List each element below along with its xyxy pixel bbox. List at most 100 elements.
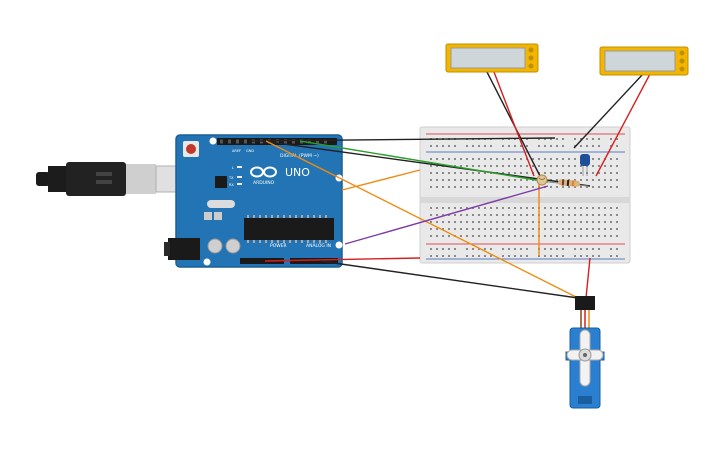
breadboard-hole[interactable] (598, 179, 600, 181)
breadboard-hole[interactable] (538, 158, 540, 160)
breadboard-hole[interactable] (586, 179, 588, 181)
breadboard-hole[interactable] (496, 221, 498, 223)
breadboard-hole[interactable] (556, 221, 558, 223)
breadboard-hole[interactable] (580, 186, 582, 188)
breadboard-hole[interactable] (472, 158, 474, 160)
wire-panel-right-black[interactable] (573, 73, 644, 149)
breadboard-hole[interactable] (610, 214, 612, 216)
breadboard-hole[interactable] (436, 172, 438, 174)
breadboard-hole[interactable] (544, 221, 546, 223)
breadboard-hole[interactable] (442, 179, 444, 181)
breadboard-hole[interactable] (610, 228, 612, 230)
breadboard-hole[interactable] (598, 255, 600, 257)
breadboard-hole[interactable] (466, 186, 468, 188)
breadboard-hole[interactable] (532, 165, 534, 167)
breadboard-hole[interactable] (484, 179, 486, 181)
breadboard-hole[interactable] (616, 207, 618, 209)
breadboard-hole[interactable] (502, 165, 504, 167)
breadboard-hole[interactable] (604, 179, 606, 181)
breadboard-hole[interactable] (508, 186, 510, 188)
breadboard-hole[interactable] (478, 172, 480, 174)
breadboard-hole[interactable] (514, 172, 516, 174)
breadboard-hole[interactable] (442, 172, 444, 174)
breadboard-hole[interactable] (592, 158, 594, 160)
breadboard-hole[interactable] (616, 186, 618, 188)
breadboard-hole[interactable] (514, 228, 516, 230)
breadboard-hole[interactable] (598, 145, 600, 147)
breadboard-hole[interactable] (562, 207, 564, 209)
breadboard-hole[interactable] (550, 186, 552, 188)
breadboard-hole[interactable] (550, 214, 552, 216)
breadboard-hole[interactable] (616, 179, 618, 181)
wire-black-2[interactable] (261, 140, 591, 187)
breadboard-hole[interactable] (490, 165, 492, 167)
breadboard-hole[interactable] (556, 145, 558, 147)
breadboard-hole[interactable] (472, 235, 474, 237)
breadboard-hole[interactable] (604, 207, 606, 209)
capacitor[interactable] (580, 154, 590, 176)
breadboard-hole[interactable] (580, 221, 582, 223)
breadboard-hole[interactable] (430, 248, 432, 250)
breadboard-hole[interactable] (544, 235, 546, 237)
breadboard-hole[interactable] (472, 165, 474, 167)
breadboard-hole[interactable] (616, 255, 618, 257)
breadboard-hole[interactable] (532, 235, 534, 237)
breadboard-hole[interactable] (562, 228, 564, 230)
breadboard-hole[interactable] (532, 207, 534, 209)
breadboard-hole[interactable] (490, 186, 492, 188)
breadboard-hole[interactable] (520, 248, 522, 250)
breadboard-hole[interactable] (598, 186, 600, 188)
breadboard-hole[interactable] (556, 255, 558, 257)
breadboard-hole[interactable] (568, 158, 570, 160)
wire-black-servo[interactable] (319, 260, 579, 299)
breadboard-hole[interactable] (616, 138, 618, 140)
photoresistor[interactable] (536, 174, 548, 186)
breadboard-hole[interactable] (574, 235, 576, 237)
breadboard-hole[interactable] (466, 158, 468, 160)
breadboard-hole[interactable] (610, 145, 612, 147)
breadboard-hole[interactable] (448, 172, 450, 174)
breadboard-hole[interactable] (508, 179, 510, 181)
breadboard-hole[interactable] (496, 158, 498, 160)
breadboard-hole[interactable] (574, 138, 576, 140)
breadboard-hole[interactable] (544, 172, 546, 174)
breadboard-hole[interactable] (448, 248, 450, 250)
breadboard-hole[interactable] (538, 145, 540, 147)
breadboard-hole[interactable] (610, 165, 612, 167)
breadboard-hole[interactable] (568, 228, 570, 230)
breadboard-hole[interactable] (544, 207, 546, 209)
breadboard-hole[interactable] (562, 138, 564, 140)
breadboard-hole[interactable] (532, 158, 534, 160)
breadboard-hole[interactable] (478, 179, 480, 181)
breadboard-hole[interactable] (484, 214, 486, 216)
breadboard-hole[interactable] (490, 179, 492, 181)
breadboard-hole[interactable] (514, 255, 516, 257)
breadboard-hole[interactable] (466, 228, 468, 230)
breadboard-hole[interactable] (586, 186, 588, 188)
breadboard-hole[interactable] (520, 221, 522, 223)
breadboard-hole[interactable] (616, 221, 618, 223)
breadboard-hole[interactable] (508, 172, 510, 174)
breadboard-hole[interactable] (490, 221, 492, 223)
breadboard-hole[interactable] (460, 165, 462, 167)
breadboard-hole[interactable] (514, 214, 516, 216)
breadboard-hole[interactable] (514, 235, 516, 237)
breadboard-hole[interactable] (514, 221, 516, 223)
breadboard-hole[interactable] (484, 165, 486, 167)
breadboard-hole[interactable] (574, 158, 576, 160)
breadboard-hole[interactable] (544, 145, 546, 147)
breadboard-hole[interactable] (478, 165, 480, 167)
breadboard-hole[interactable] (466, 172, 468, 174)
breadboard-hole[interactable] (598, 138, 600, 140)
wire-orange-2[interactable] (341, 169, 421, 191)
breadboard-hole[interactable] (502, 145, 504, 147)
breadboard-hole[interactable] (484, 255, 486, 257)
breadboard-hole[interactable] (556, 207, 558, 209)
breadboard-hole[interactable] (442, 221, 444, 223)
breadboard-hole[interactable] (442, 228, 444, 230)
breadboard-hole[interactable] (556, 165, 558, 167)
breadboard-hole[interactable] (436, 145, 438, 147)
breadboard-hole[interactable] (526, 145, 528, 147)
breadboard-hole[interactable] (430, 255, 432, 257)
breadboard-hole[interactable] (592, 145, 594, 147)
